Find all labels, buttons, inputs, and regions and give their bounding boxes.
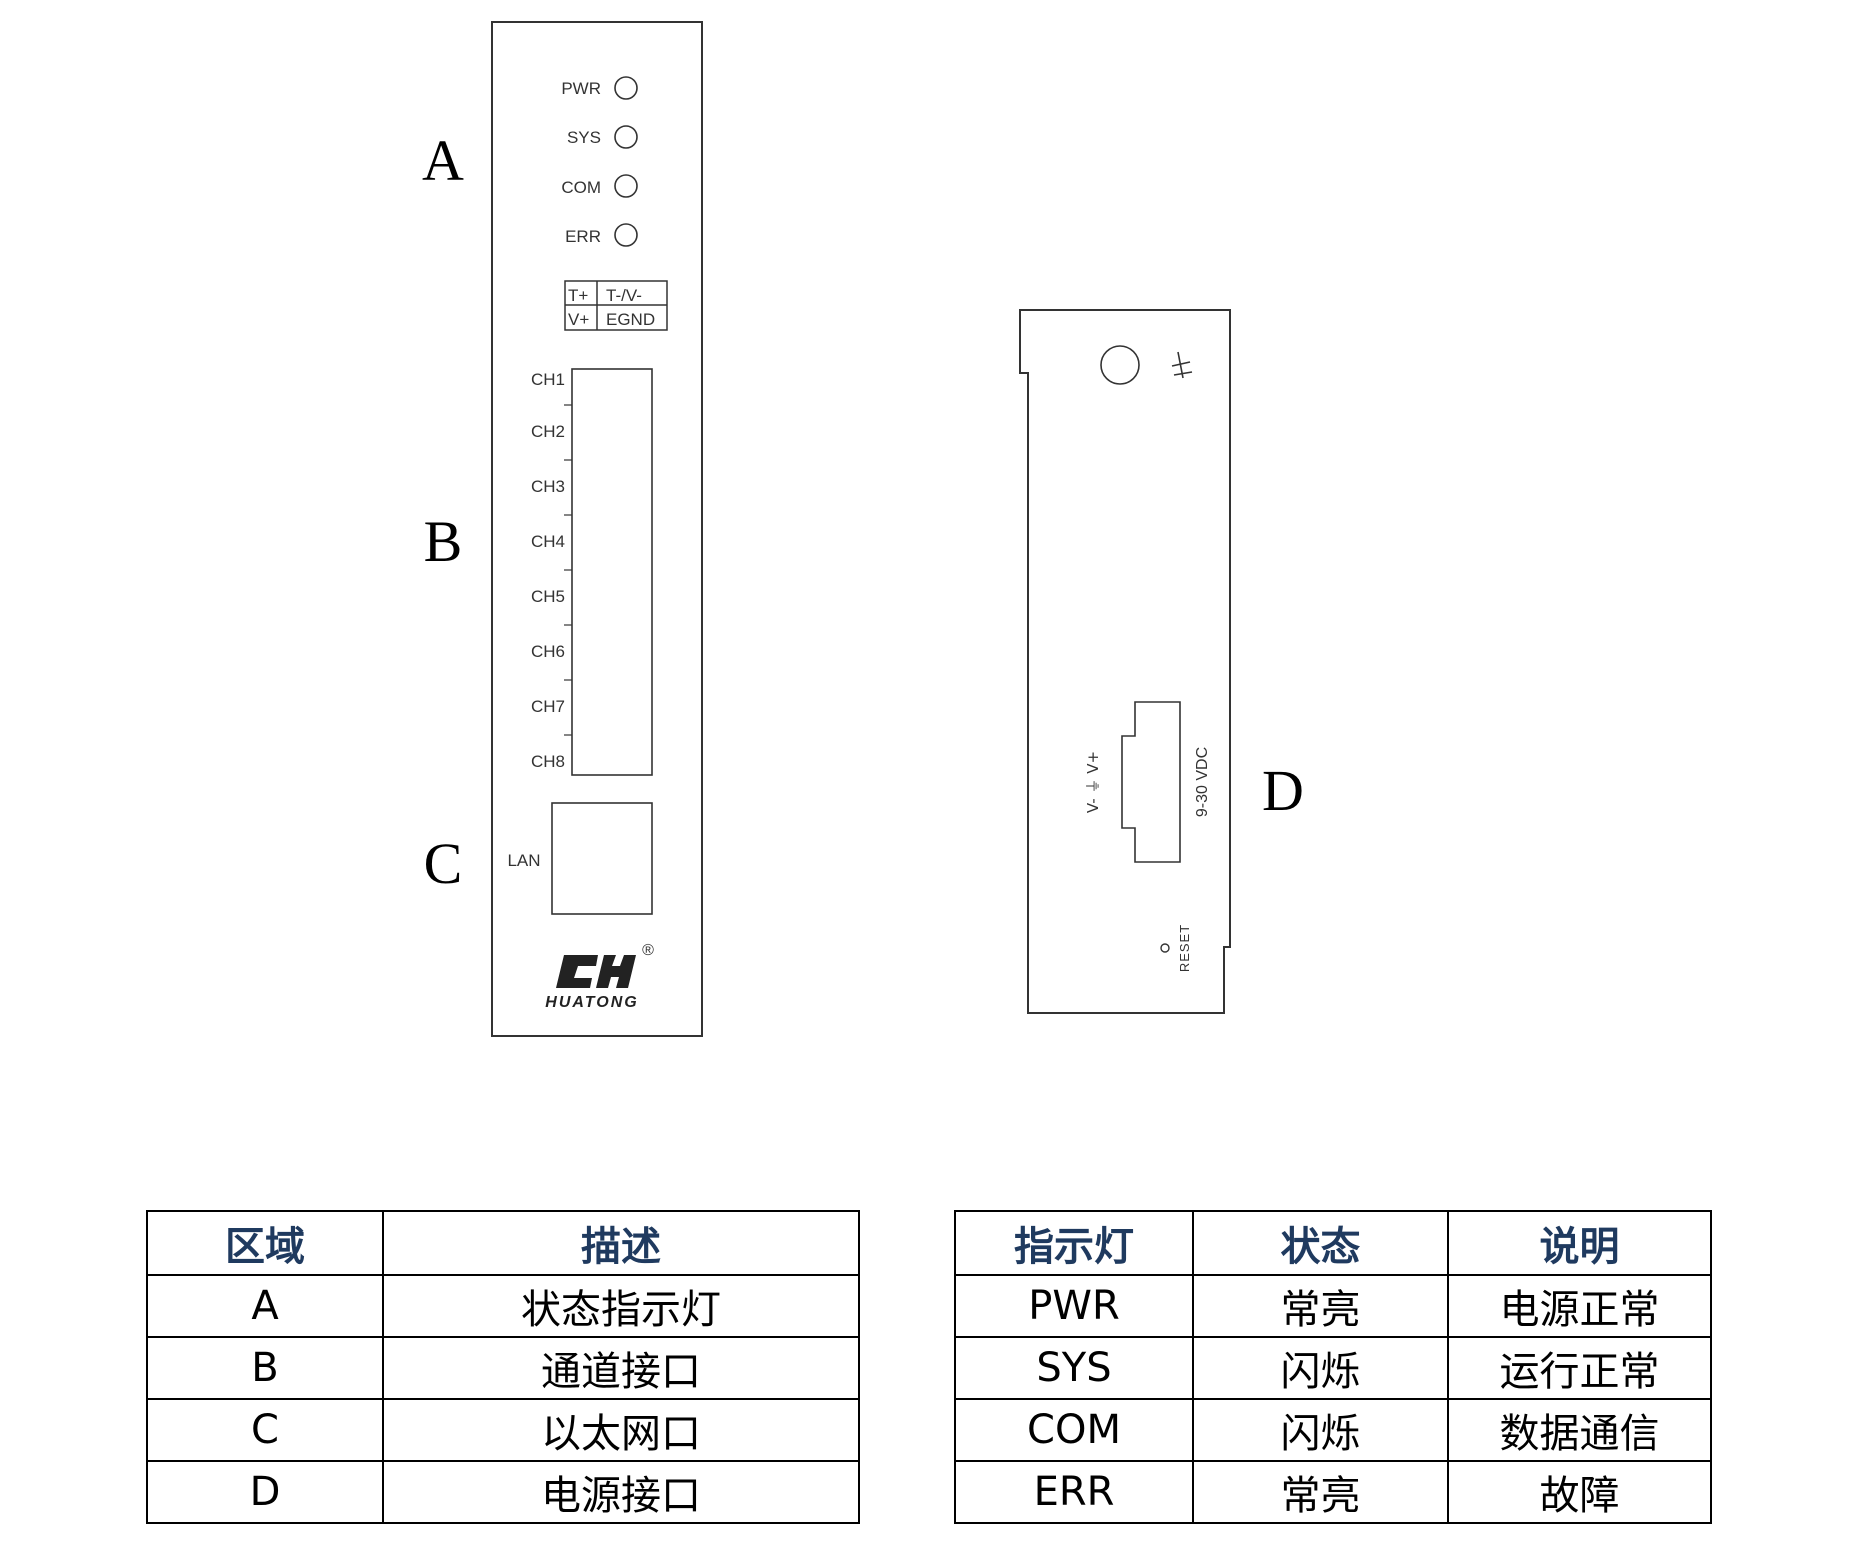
channel-label-ch2: CH2: [531, 422, 565, 441]
reset-button-icon: [1160, 943, 1170, 953]
channel-label-ch8: CH8: [531, 752, 565, 771]
zone-label-d: D: [1262, 758, 1304, 823]
registered-mark: ®: [642, 942, 654, 959]
header-area: 区域: [146, 1210, 384, 1276]
lan-label: LAN: [507, 851, 540, 870]
status-cell: 常亮: [1192, 1274, 1449, 1338]
description-cell: 电源接口: [382, 1460, 860, 1524]
explanation-cell: 数据通信: [1447, 1398, 1712, 1462]
table-row: COM 闪烁 数据通信: [954, 1398, 1712, 1462]
table-row: B 通道接口: [146, 1336, 860, 1400]
indicator-cell: SYS: [954, 1336, 1194, 1400]
header-indicator: 指示灯: [954, 1210, 1194, 1276]
huatong-logo-icon: [556, 955, 636, 988]
led-pwr: PWR: [561, 76, 638, 100]
description-cell: 状态指示灯: [382, 1274, 860, 1338]
area-cell: B: [146, 1336, 384, 1400]
table-header-row: 指示灯 状态 说明: [954, 1210, 1712, 1276]
device-diagram: A B C PWR SYS COM ERR T+ T-/V- V+ EGND C…: [422, 21, 1304, 1037]
table-header-row: 区域 描述: [146, 1210, 860, 1276]
reset-label: RESET: [1177, 924, 1192, 972]
channel-label-ch1: CH1: [531, 370, 565, 389]
terminal-v-plus: V+: [568, 310, 589, 329]
area-cell: D: [146, 1460, 384, 1524]
channel-label-ch5: CH5: [531, 587, 565, 606]
channel-dividers: [564, 404, 572, 736]
channel-labels: CH1 CH2 CH3 CH4 CH5 CH6 CH7 CH8: [531, 370, 565, 771]
channel-label-ch7: CH7: [531, 697, 565, 716]
terminal-t-plus: T+: [568, 286, 588, 305]
power-connector: [1121, 701, 1181, 863]
led-com: COM: [561, 174, 638, 198]
power-pin-labels: V- ⏚ V+: [1084, 751, 1102, 813]
led-status-table: 指示灯 状态 说明 PWR 常亮 电源正常 SYS 闪烁 运行正常 COM 闪烁…: [954, 1210, 1712, 1524]
area-cell: A: [146, 1274, 384, 1338]
led-label-err: ERR: [565, 227, 601, 246]
led-err-icon: [614, 223, 638, 247]
channel-connector: [571, 368, 653, 776]
indicator-cell: ERR: [954, 1460, 1194, 1524]
terminal-t-minus-v-minus: T-/V-: [606, 286, 642, 305]
zone-label-b: B: [424, 509, 463, 574]
status-cell: 闪烁: [1192, 1398, 1449, 1462]
table-row: PWR 常亮 电源正常: [954, 1274, 1712, 1338]
explanation-cell: 电源正常: [1447, 1274, 1712, 1338]
status-cell: 闪烁: [1192, 1336, 1449, 1400]
led-label-com: COM: [561, 178, 601, 197]
zone-label-c: C: [424, 831, 463, 896]
led-label-sys: SYS: [567, 128, 601, 147]
led-label-pwr: PWR: [561, 79, 601, 98]
table-row: D 电源接口: [146, 1460, 860, 1524]
header-status: 状态: [1192, 1210, 1449, 1276]
channel-label-ch4: CH4: [531, 532, 565, 551]
lan-port: [551, 802, 653, 915]
header-description: 描述: [382, 1210, 860, 1276]
side-panel: [1019, 309, 1231, 1014]
voltage-label: 9-30 VDC: [1194, 747, 1211, 817]
table-row: SYS 闪烁 运行正常: [954, 1336, 1712, 1400]
area-table: 区域 描述 A 状态指示灯 B 通道接口 C 以太网口 D 电源接口: [146, 1210, 860, 1524]
header-explanation: 说明: [1447, 1210, 1712, 1276]
led-sys-icon: [614, 125, 638, 149]
led-com-icon: [614, 174, 638, 198]
status-cell: 常亮: [1192, 1460, 1449, 1524]
area-cell: C: [146, 1398, 384, 1462]
ground-symbol-icon: [1171, 351, 1193, 379]
channel-label-ch3: CH3: [531, 477, 565, 496]
zone-label-a: A: [422, 128, 464, 193]
indicator-cell: COM: [954, 1398, 1194, 1462]
led-err: ERR: [565, 223, 638, 247]
description-cell: 通道接口: [382, 1336, 860, 1400]
terminal-egnd: EGND: [606, 310, 655, 329]
indicator-cell: PWR: [954, 1274, 1194, 1338]
table-row: A 状态指示灯: [146, 1274, 860, 1338]
explanation-cell: 故障: [1447, 1460, 1712, 1524]
terminal-label-box: T+ T-/V- V+ EGND: [564, 280, 668, 331]
led-pwr-icon: [614, 76, 638, 100]
led-sys: SYS: [567, 125, 638, 149]
logo-text: HUATONG: [545, 994, 638, 1011]
side-mount-hole-icon: [1100, 345, 1140, 385]
table-row: ERR 常亮 故障: [954, 1460, 1712, 1524]
description-cell: 以太网口: [382, 1398, 860, 1462]
channel-label-ch6: CH6: [531, 642, 565, 661]
explanation-cell: 运行正常: [1447, 1336, 1712, 1400]
front-panel: [491, 21, 703, 1037]
table-row: C 以太网口: [146, 1398, 860, 1462]
